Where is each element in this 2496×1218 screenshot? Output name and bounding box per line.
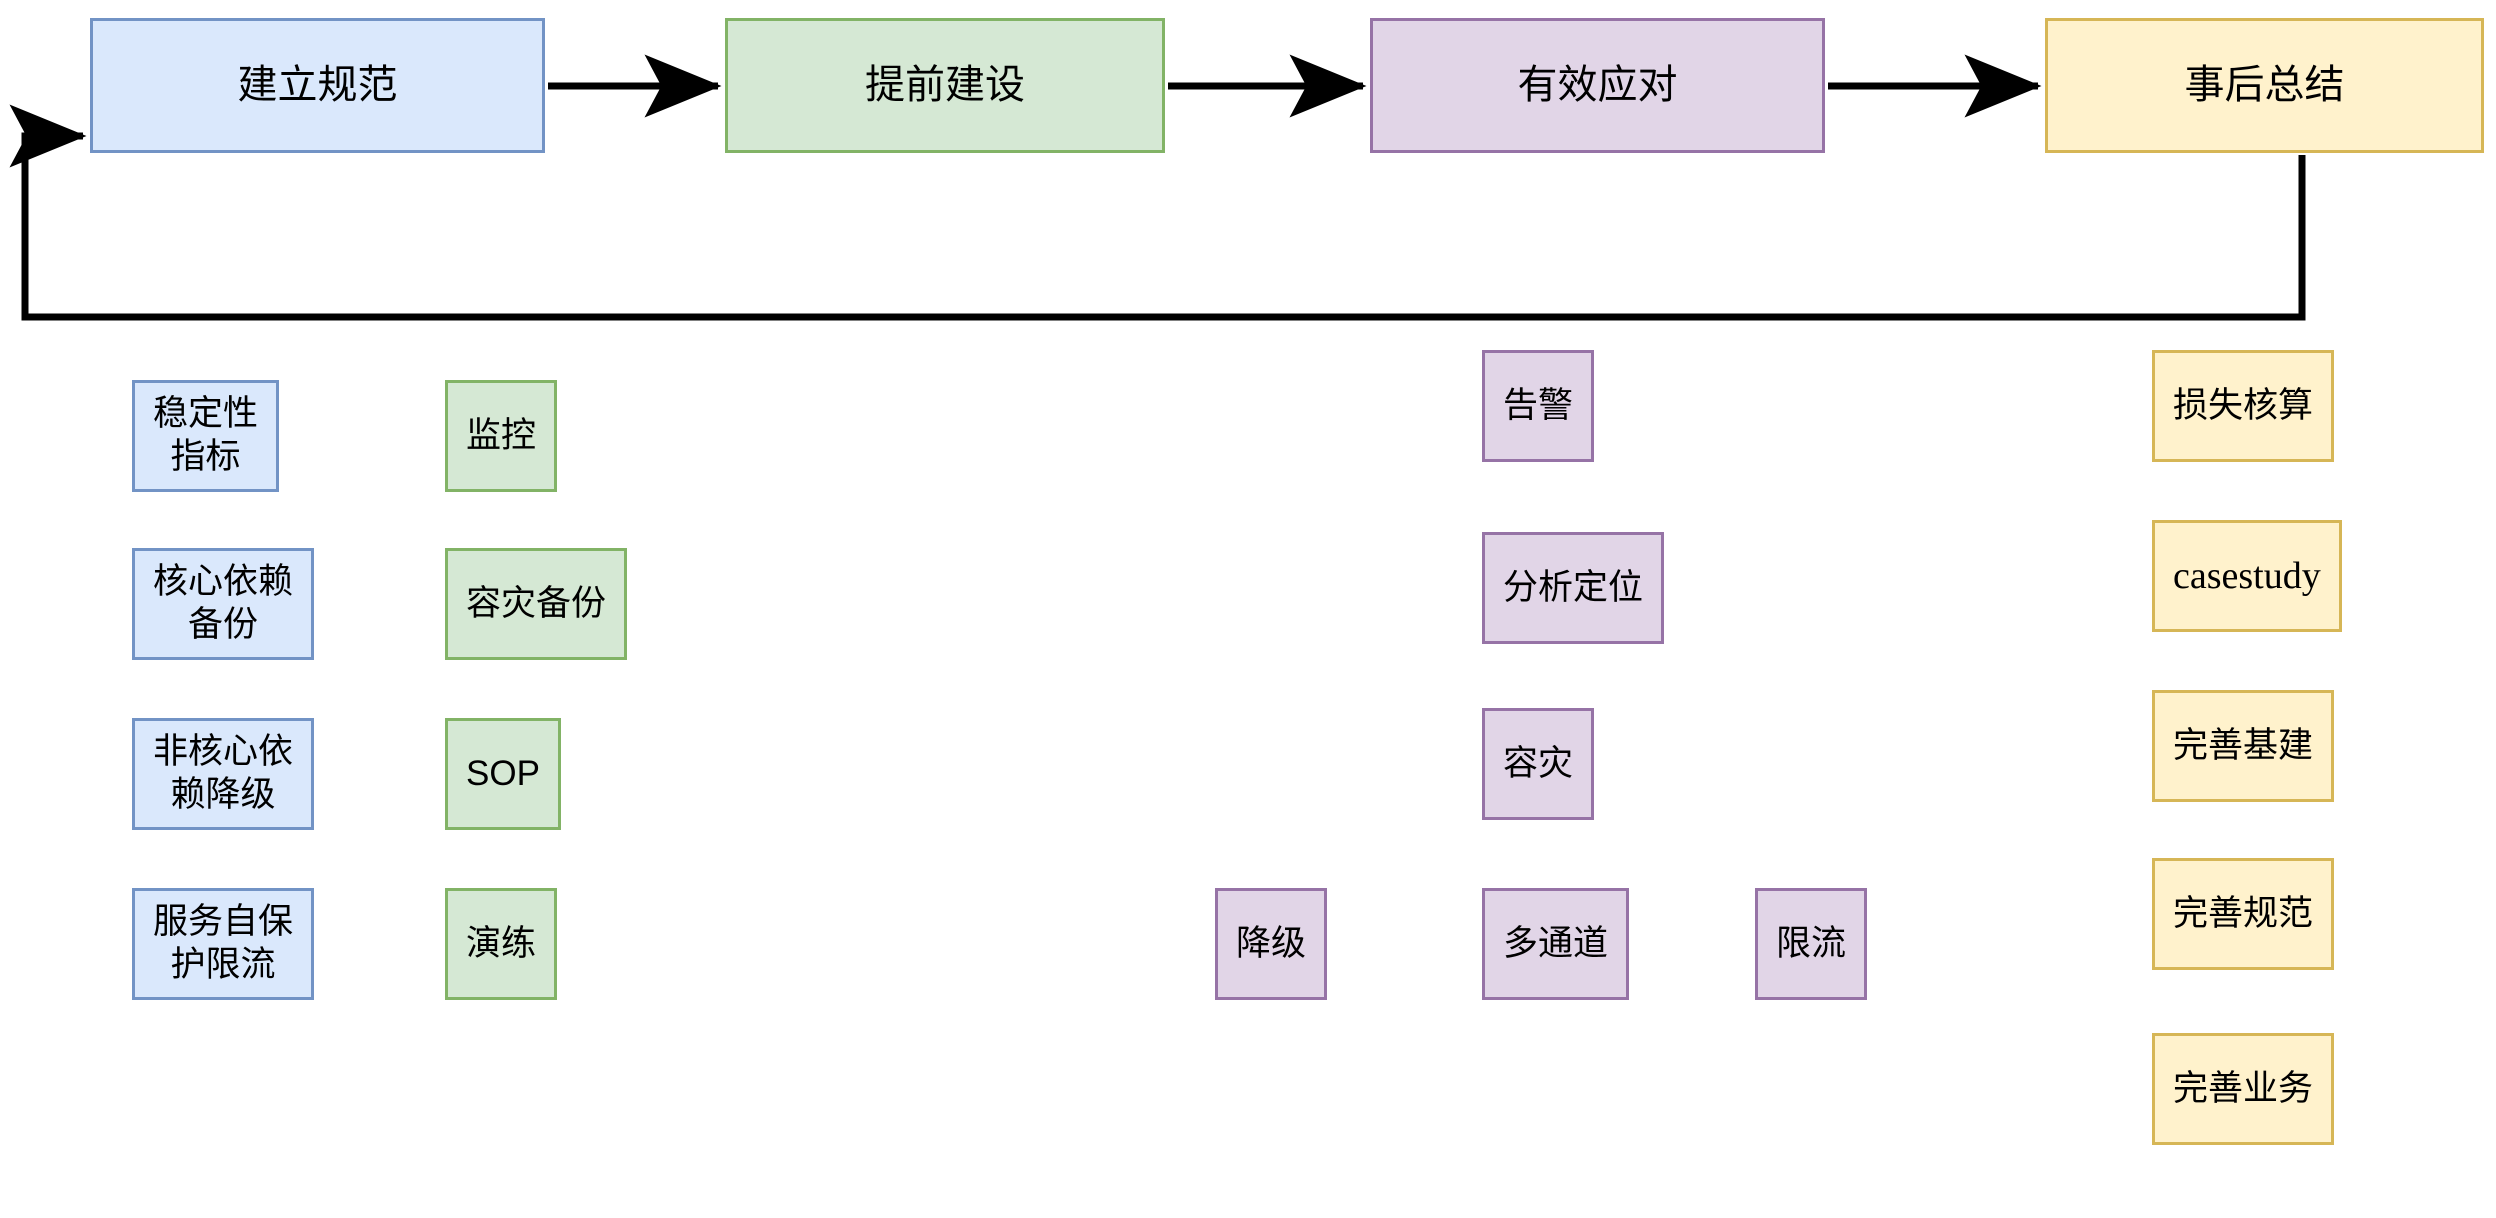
phase-node-advance-construction[interactable]: 提前建设	[725, 18, 1165, 153]
item-node-degrade[interactable]: 降级	[1215, 888, 1328, 1000]
item-node-core-dependency-backup[interactable]: 核心依赖 备份	[132, 548, 315, 660]
item-node-noncore-dependency-degrade[interactable]: 非核心依 赖降级	[132, 718, 315, 830]
item-node-service-self-protection-throttle[interactable]: 服务自保 护限流	[132, 888, 315, 1000]
item-node-disaster-recovery[interactable]: 容灾	[1482, 708, 1595, 820]
phase-node-establish-standards[interactable]: 建立规范	[90, 18, 545, 153]
item-node-sop[interactable]: SOP	[445, 718, 561, 830]
item-node-improve-infrastructure[interactable]: 完善基建	[2152, 690, 2335, 802]
item-node-loss-accounting[interactable]: 损失核算	[2152, 350, 2335, 462]
item-node-improve-standards[interactable]: 完善规范	[2152, 858, 2335, 970]
item-node-monitoring[interactable]: 监控	[445, 380, 558, 492]
item-node-alert[interactable]: 告警	[1482, 350, 1595, 462]
item-node-stability-metrics[interactable]: 稳定性 指标	[132, 380, 280, 492]
phase-node-effective-response[interactable]: 有效应对	[1370, 18, 1825, 153]
edge-feedback-loop	[9, 104, 2306, 321]
phase-node-post-review[interactable]: 事后总结	[2045, 18, 2484, 153]
item-node-multi-channel[interactable]: 多通道	[1482, 888, 1630, 1000]
item-node-casestudy[interactable]: casestudy	[2152, 520, 2342, 632]
item-node-disaster-recovery-backup[interactable]: 容灾备份	[445, 548, 628, 660]
item-node-rate-limit[interactable]: 限流	[1755, 888, 1868, 1000]
item-node-analysis-localization[interactable]: 分析定位	[1482, 532, 1665, 644]
item-node-improve-business[interactable]: 完善业务	[2152, 1033, 2335, 1145]
item-node-drill[interactable]: 演练	[445, 888, 558, 1000]
